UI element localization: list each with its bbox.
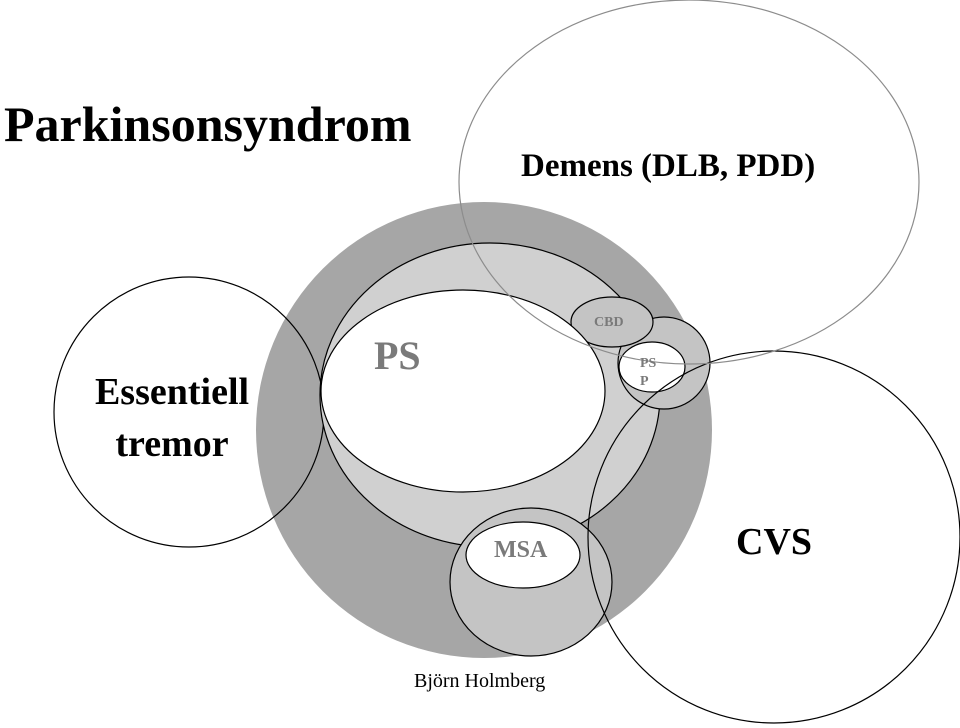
dementia-ellipse bbox=[458, 0, 920, 365]
cbd-label: CBD bbox=[594, 315, 624, 330]
ps-label: PS bbox=[374, 333, 421, 378]
dementia-label: Demens (DLB, PDD) bbox=[521, 148, 815, 184]
msa-label: MSA bbox=[494, 537, 548, 563]
diagram-title: Parkinsonsyndrom bbox=[4, 96, 412, 152]
psp-label-line1: PS bbox=[640, 356, 657, 371]
essential-tremor-label-line1: Essentiell bbox=[95, 371, 249, 413]
ps-ellipse bbox=[320, 289, 606, 493]
author-credit: Björn Holmberg bbox=[414, 670, 545, 692]
cvs-label: CVS bbox=[736, 521, 812, 563]
psp-inner-ellipse bbox=[618, 341, 686, 393]
cbd-ellipse bbox=[570, 296, 654, 348]
psp-label-line2: P bbox=[640, 374, 649, 389]
essential-tremor-label-line2: tremor bbox=[115, 423, 228, 465]
msa-inner-ellipse bbox=[465, 521, 581, 589]
